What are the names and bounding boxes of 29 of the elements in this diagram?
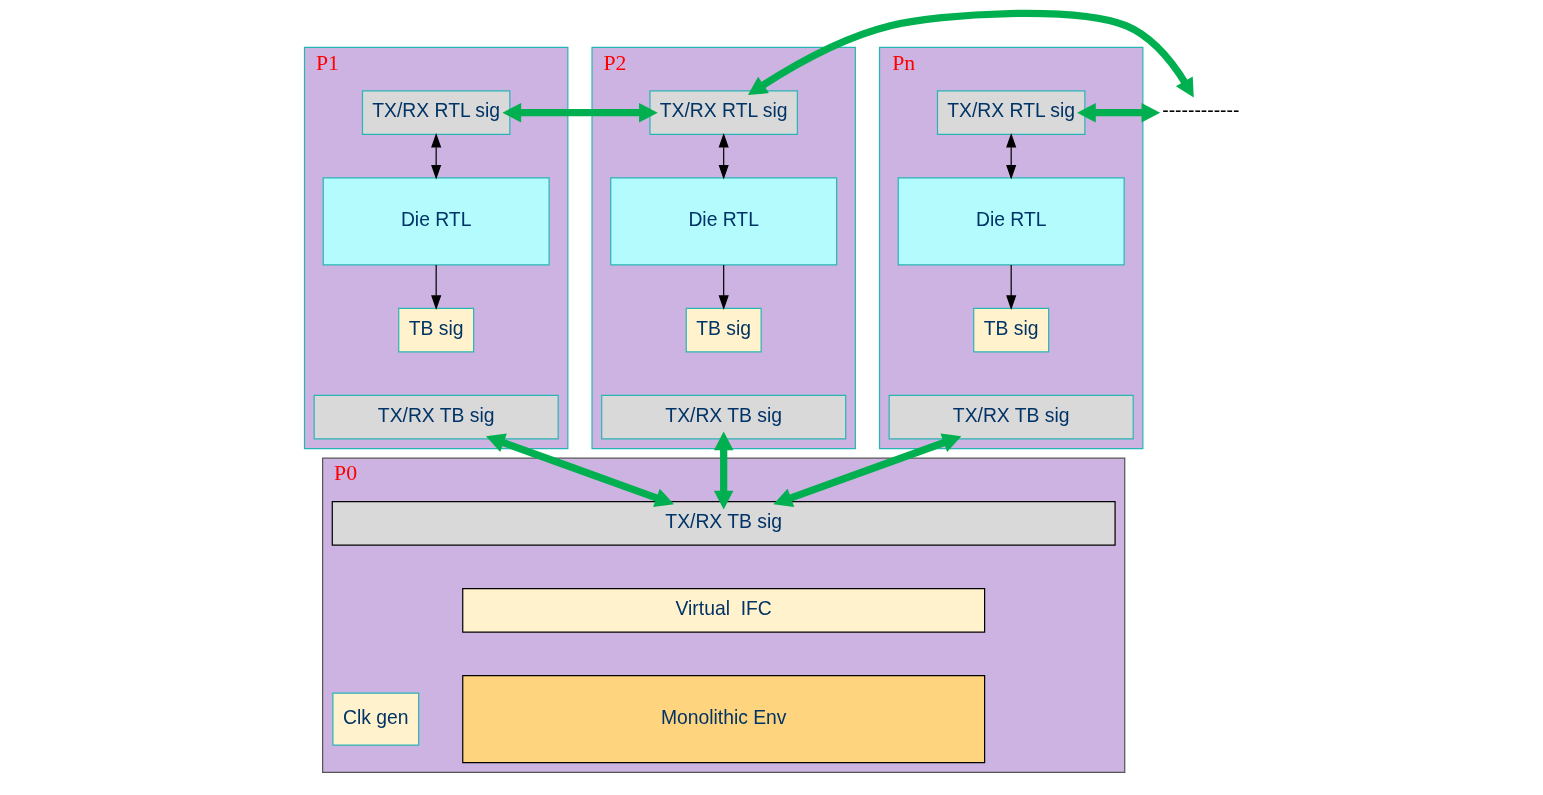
node-box: TB sig	[685, 307, 762, 353]
arrow	[485, 433, 674, 508]
arrow	[1005, 133, 1016, 180]
node-box: TB sig	[972, 307, 1049, 353]
node-box: Virtual IFC	[461, 588, 985, 633]
node-box: TX/RX TB sig	[888, 394, 1134, 440]
node-box: Die RTL	[897, 177, 1125, 266]
node-box: TX/RX RTL sig	[361, 90, 510, 136]
arrow	[772, 433, 961, 508]
node-box: Clk gen	[331, 692, 419, 746]
node-box: TB sig	[397, 307, 474, 353]
node-box: TX/RX RTL sig	[648, 90, 798, 136]
node-box: TX/RX TB sig	[331, 501, 1116, 546]
node-box: Die RTL	[322, 177, 550, 266]
arrow	[747, 9, 1194, 98]
arrow	[1005, 264, 1016, 310]
node-box: TX/RX TB sig	[313, 394, 559, 440]
arrow	[713, 431, 733, 510]
arrow	[430, 264, 441, 310]
arrow	[1076, 102, 1160, 123]
node-box: Monolithic Env	[461, 675, 985, 764]
arrow	[430, 133, 441, 180]
node-text: ------------	[1161, 100, 1239, 122]
arrow	[718, 264, 729, 310]
node-box: TX/RX RTL sig	[936, 90, 1085, 136]
arrow	[718, 133, 729, 180]
node-box: Die RTL	[609, 177, 837, 266]
arrow	[502, 102, 658, 123]
node-box: TX/RX TB sig	[600, 394, 846, 440]
